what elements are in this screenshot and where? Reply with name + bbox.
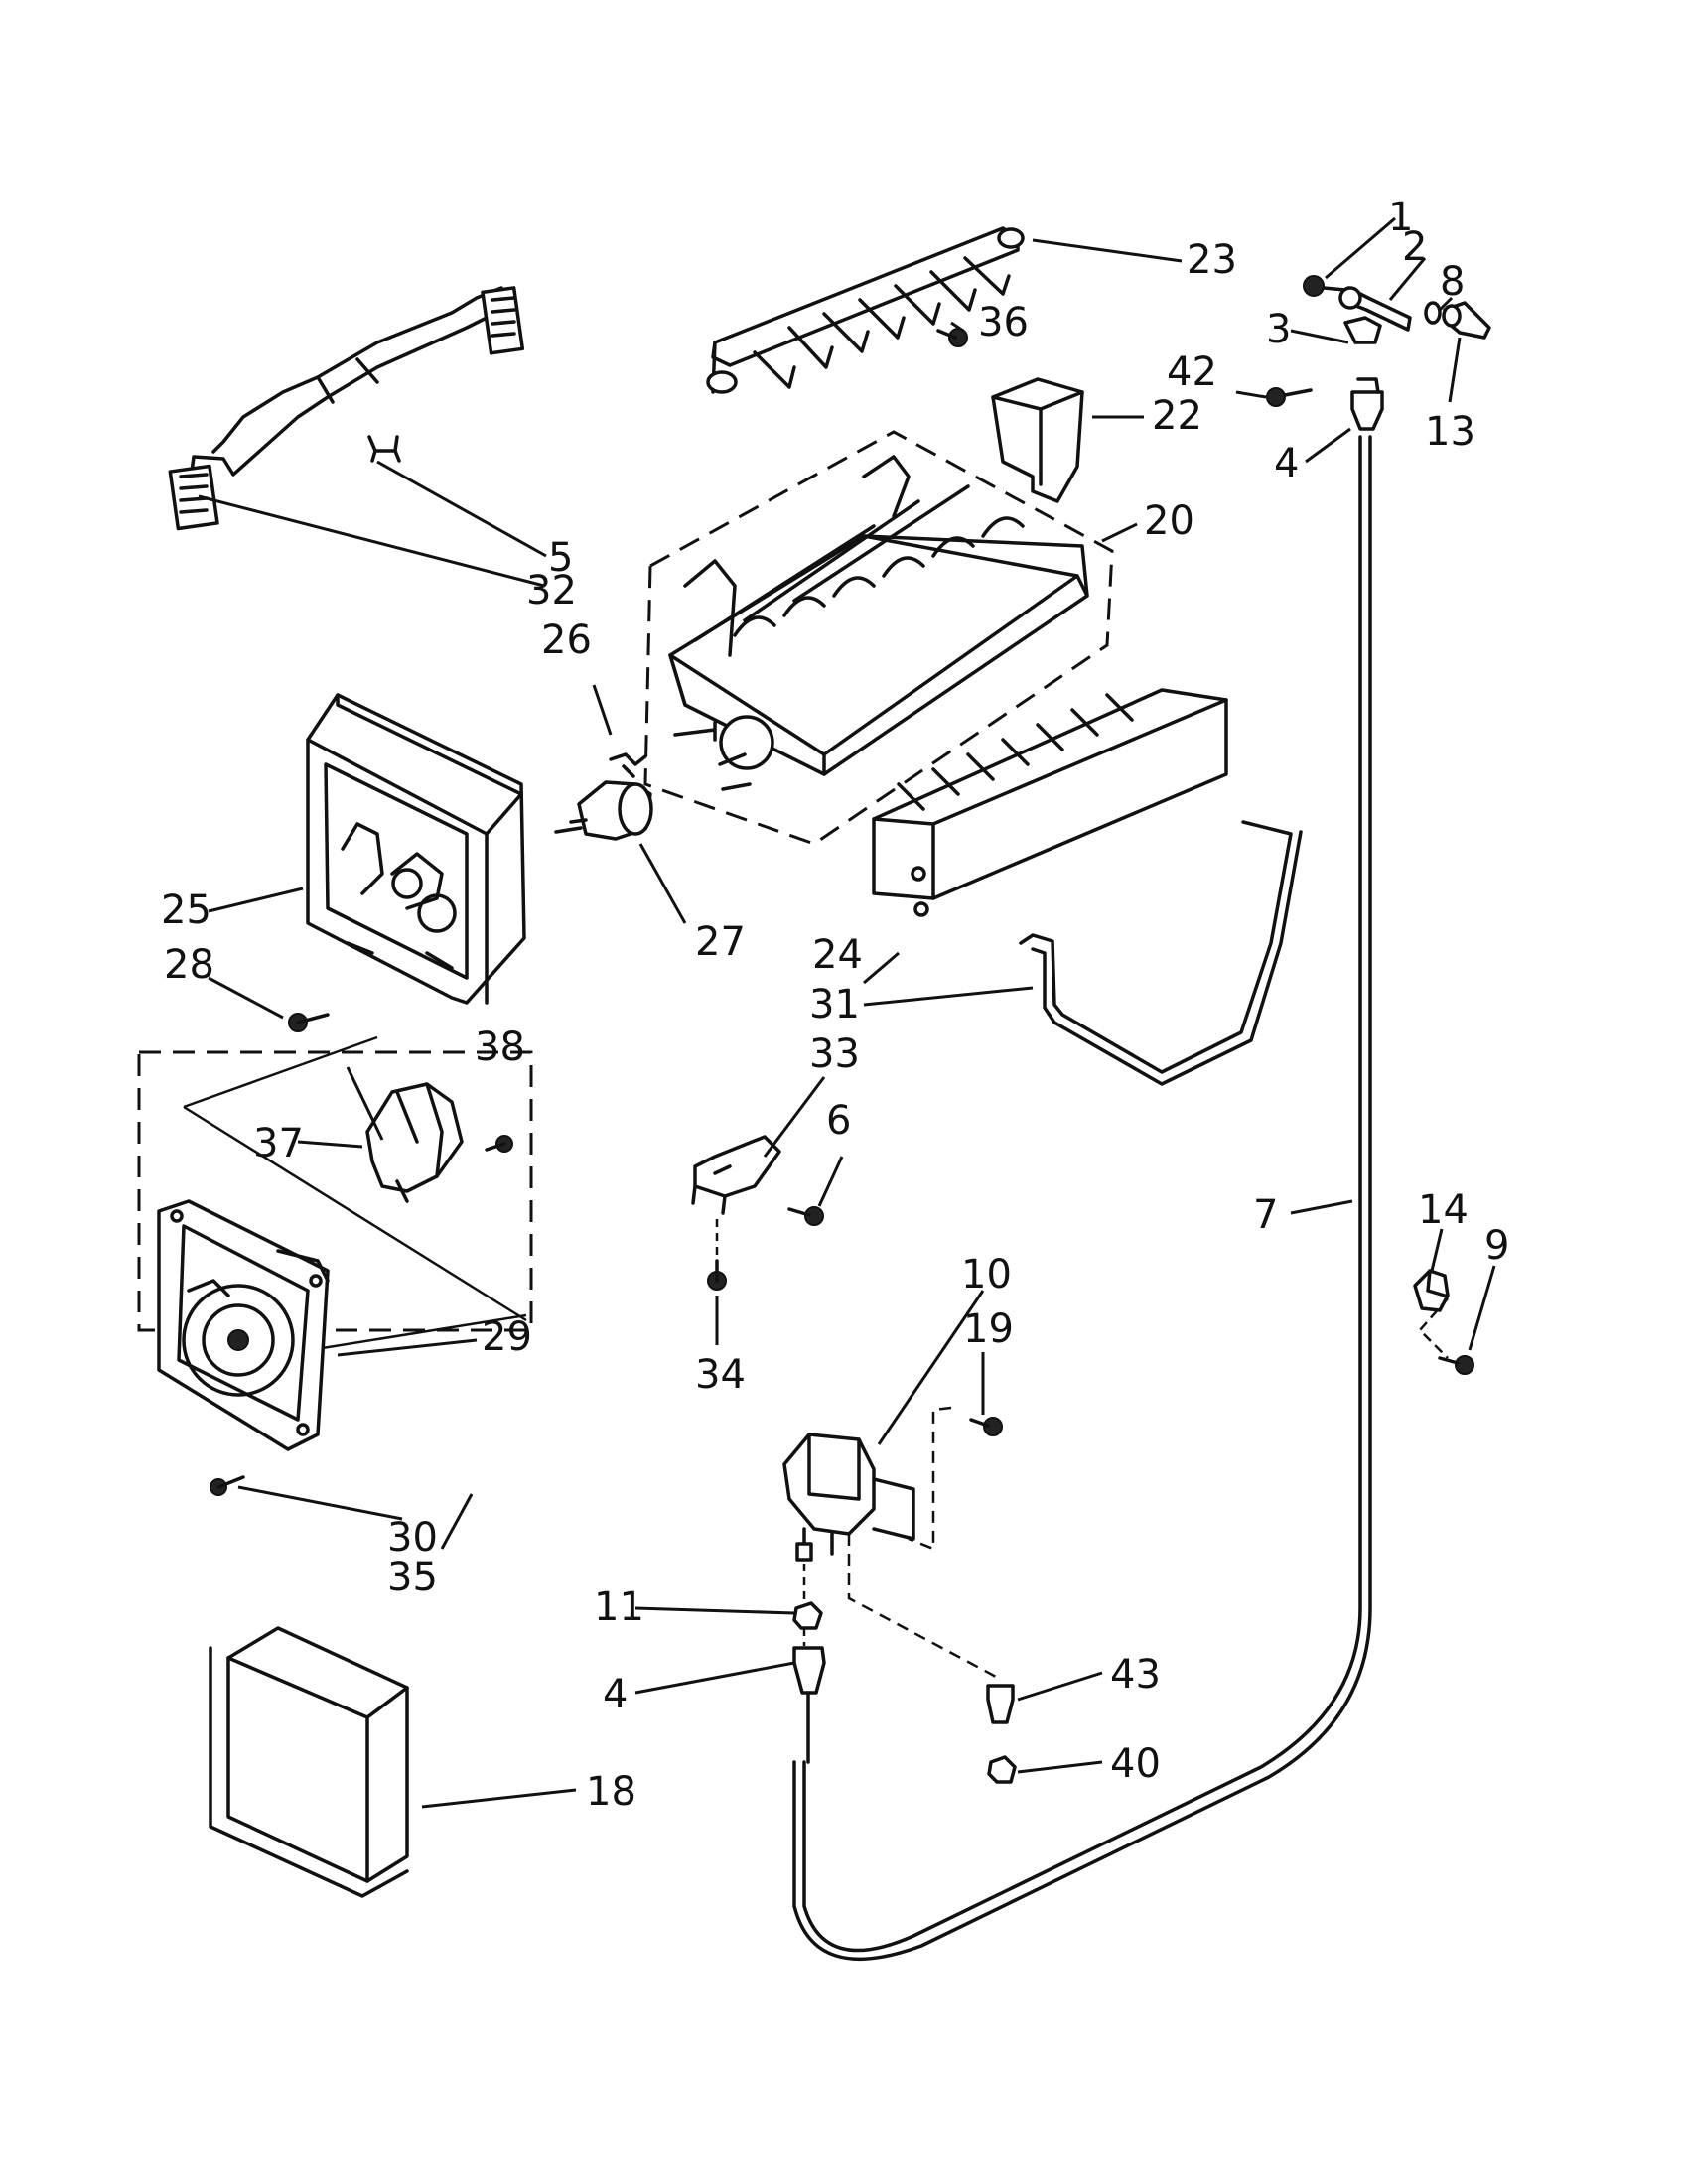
callout-5: 5 — [548, 535, 573, 581]
callout-43: 43 — [1110, 1652, 1161, 1698]
callout-30: 30 — [387, 1515, 438, 1561]
callout-4: 4 — [603, 1672, 628, 1717]
motor-mounting-plate — [157, 1199, 330, 1451]
screw-1 — [1303, 275, 1347, 297]
callout-40: 40 — [1110, 1741, 1161, 1787]
tube-fitting-2 — [1338, 286, 1412, 332]
callout-13: 13 — [1425, 409, 1475, 455]
callout-8: 8 — [1440, 259, 1465, 305]
screw-30 — [210, 1475, 245, 1496]
leader-lines — [198, 216, 1496, 1809]
callout-19: 19 — [963, 1306, 1014, 1352]
ejector — [706, 226, 1025, 394]
callout-11: 11 — [594, 1584, 644, 1630]
screw-19 — [908, 1406, 1003, 1551]
callout-25: 25 — [161, 887, 211, 933]
motor — [365, 1082, 464, 1203]
fill-cup — [991, 377, 1084, 503]
clamp-14 — [1413, 1269, 1450, 1312]
callout-27: 27 — [695, 919, 746, 965]
screw-34 — [707, 1219, 727, 1291]
callout-28: 28 — [164, 942, 214, 988]
callout-6: 6 — [826, 1098, 851, 1144]
callout-34: 34 — [695, 1352, 746, 1398]
shutoff-arm — [1019, 820, 1303, 1086]
stripper — [872, 688, 1228, 917]
motor-module-housing — [306, 693, 526, 1005]
callout-labels: 1 2 3 4 4 5 6 7 8 9 10 11 13 14 18 19 20… — [161, 195, 1509, 1815]
callout-31: 31 — [809, 982, 860, 1027]
screw-6 — [787, 1206, 824, 1226]
screw-42 — [1266, 387, 1313, 407]
callout-10: 10 — [961, 1252, 1012, 1297]
nut-40 — [847, 1534, 1017, 1784]
insert-43 — [986, 1684, 1015, 1724]
callout-42: 42 — [1167, 349, 1217, 395]
callout-14: 14 — [1418, 1187, 1469, 1233]
callout-20: 20 — [1144, 498, 1194, 544]
callout-7: 7 — [1253, 1192, 1278, 1238]
washer-8 — [1424, 301, 1442, 325]
bracket — [691, 1135, 781, 1215]
insert-4-lower — [792, 1564, 826, 1764]
callout-3: 3 — [1266, 307, 1291, 352]
thermostat-clip — [609, 752, 647, 778]
callout-4: 4 — [1274, 441, 1299, 486]
callout-29: 29 — [482, 1314, 532, 1360]
screw-36 — [936, 328, 968, 347]
thermostat — [554, 780, 653, 841]
clamp-3 — [1343, 316, 1382, 344]
callout-9: 9 — [1484, 1223, 1509, 1269]
callout-22: 22 — [1152, 393, 1202, 439]
callout-36: 36 — [978, 300, 1029, 345]
callout-26: 26 — [541, 617, 592, 663]
water-tube — [792, 435, 1372, 1962]
callout-1: 1 — [1388, 195, 1413, 240]
callout-33: 33 — [809, 1031, 860, 1077]
harness-clip — [367, 435, 401, 463]
callout-23: 23 — [1187, 237, 1237, 283]
water-valve — [782, 1433, 915, 1562]
ice-bin-cover — [209, 1626, 409, 1898]
nut-11 — [792, 1601, 823, 1630]
screw-28 — [288, 1013, 330, 1032]
callout-2: 2 — [1402, 224, 1427, 270]
callout-18: 18 — [586, 1769, 636, 1815]
callout-24: 24 — [812, 932, 863, 978]
callout-35: 35 — [387, 1555, 438, 1600]
insert-4-upper — [1350, 377, 1384, 431]
wire-harness — [168, 286, 525, 531]
fitting-13 — [1442, 301, 1491, 340]
screw-9 — [1418, 1297, 1474, 1375]
ice-mold-assembly — [643, 430, 1114, 846]
callout-38: 38 — [475, 1024, 525, 1070]
callout-37: 37 — [253, 1121, 304, 1166]
screw-38 — [485, 1135, 513, 1153]
callout-32: 32 — [526, 568, 577, 614]
